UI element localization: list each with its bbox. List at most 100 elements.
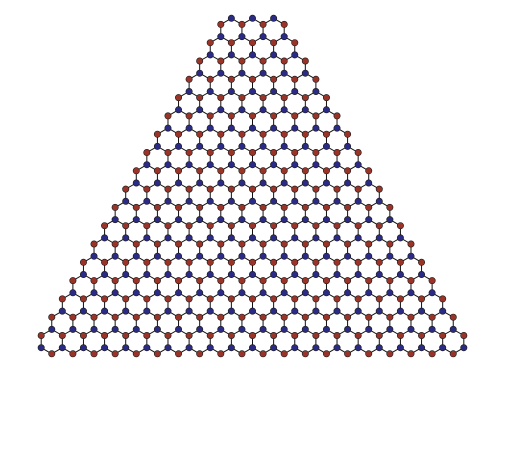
atom-sublattice-a xyxy=(249,149,257,157)
atom-sublattice-b xyxy=(185,234,193,242)
atom-sublattice-b xyxy=(238,252,246,260)
atom-sublattice-b xyxy=(280,69,288,77)
atom-sublattice-b xyxy=(291,161,299,169)
atom-sublattice-b xyxy=(270,161,278,169)
atom-sublattice-a xyxy=(259,277,267,285)
atom-sublattice-b xyxy=(175,179,183,187)
atom-sublattice-a xyxy=(217,57,225,65)
atom-sublattice-a xyxy=(280,94,288,102)
atom-sublattice-b xyxy=(312,197,320,205)
atom-sublattice-a xyxy=(185,331,193,339)
atom-sublattice-a xyxy=(291,295,299,303)
atom-sublattice-b xyxy=(249,344,257,352)
atom-sublattice-b xyxy=(301,142,309,150)
atom-sublattice-a xyxy=(153,350,161,358)
atom-sublattice-b xyxy=(238,289,246,297)
atom-sublattice-a xyxy=(333,331,341,339)
atom-sublattice-a xyxy=(122,185,130,193)
atom-sublattice-b xyxy=(227,124,235,132)
atom-sublattice-b xyxy=(333,124,341,132)
atom-sublattice-b xyxy=(175,216,183,224)
atom-sublattice-b xyxy=(217,106,225,114)
atom-sublattice-a xyxy=(164,295,172,303)
atom-sublattice-a xyxy=(291,185,299,193)
atom-sublattice-a xyxy=(90,350,98,358)
atom-sublattice-a xyxy=(90,240,98,248)
atom-sublattice-a xyxy=(428,277,436,285)
atom-sublattice-a xyxy=(439,331,447,339)
atom-sublattice-a xyxy=(175,167,183,175)
atom-sublattice-a xyxy=(217,350,225,358)
atom-sublattice-b xyxy=(312,307,320,315)
atom-sublattice-a xyxy=(259,130,267,138)
atom-sublattice-a xyxy=(354,222,362,230)
atom-sublattice-b xyxy=(259,69,267,77)
atom-sublattice-a xyxy=(238,57,246,65)
atom-sublattice-a xyxy=(175,94,183,102)
atom-sublattice-b xyxy=(249,124,257,132)
atom-sublattice-b xyxy=(227,270,235,278)
atom-sublattice-b xyxy=(227,88,235,96)
atom-sublattice-a xyxy=(164,258,172,266)
atom-sublattice-b xyxy=(249,197,257,205)
atom-sublattice-a xyxy=(460,331,468,339)
atom-sublattice-a xyxy=(249,185,257,193)
atom-sublattice-b xyxy=(354,234,362,242)
atom-sublattice-a xyxy=(122,222,130,230)
atom-sublattice-b xyxy=(132,289,140,297)
atom-sublattice-b xyxy=(164,270,172,278)
atom-sublattice-a xyxy=(365,350,373,358)
atom-sublattice-a xyxy=(365,277,373,285)
atom-sublattice-b xyxy=(175,325,183,333)
atom-sublattice-b xyxy=(270,270,278,278)
atom-sublattice-b xyxy=(460,344,468,352)
atom-sublattice-b xyxy=(375,197,383,205)
atom-sublattice-b xyxy=(111,325,119,333)
atom-sublattice-b xyxy=(206,51,214,59)
atom-sublattice-b xyxy=(270,88,278,96)
atom-sublattice-b xyxy=(270,197,278,205)
atom-sublattice-b xyxy=(111,252,119,260)
atom-sublattice-b xyxy=(270,234,278,242)
atom-sublattice-b xyxy=(101,270,109,278)
atom-sublattice-b xyxy=(122,234,130,242)
atom-sublattice-b xyxy=(365,252,373,260)
atom-sublattice-a xyxy=(407,350,415,358)
atom-sublattice-a xyxy=(69,313,77,321)
atom-sublattice-a xyxy=(206,258,214,266)
atom-sublattice-b xyxy=(175,106,183,114)
atom-sublattice-a xyxy=(312,258,320,266)
atom-sublattice-a xyxy=(164,185,172,193)
atom-sublattice-b xyxy=(280,33,288,41)
atom-sublattice-a xyxy=(153,130,161,138)
atom-sublattice-a xyxy=(259,203,267,211)
atom-sublattice-a xyxy=(227,295,235,303)
atom-sublattice-b xyxy=(375,234,383,242)
atom-sublattice-b xyxy=(249,234,257,242)
atom-sublattice-b xyxy=(227,161,235,169)
atom-sublattice-b xyxy=(354,197,362,205)
atom-sublattice-b xyxy=(90,325,98,333)
atom-sublattice-a xyxy=(439,295,447,303)
atom-sublattice-a xyxy=(143,331,151,339)
atom-sublattice-a xyxy=(153,277,161,285)
atom-sublattice-a xyxy=(132,350,140,358)
atom-sublattice-a xyxy=(227,331,235,339)
atom-sublattice-a xyxy=(428,313,436,321)
atom-sublattice-a xyxy=(206,331,214,339)
atom-sublattice-a xyxy=(386,277,394,285)
atom-sublattice-b xyxy=(375,270,383,278)
atom-sublattice-b xyxy=(143,234,151,242)
atom-sublattice-b xyxy=(291,270,299,278)
atom-sublattice-a xyxy=(407,240,415,248)
atom-sublattice-a xyxy=(354,258,362,266)
atom-sublattice-b xyxy=(79,307,87,315)
atom-sublattice-b xyxy=(396,307,404,315)
atom-sublattice-a xyxy=(217,20,225,28)
atom-sublattice-b xyxy=(418,344,426,352)
atom-sublattice-a xyxy=(344,203,352,211)
atom-sublattice-b xyxy=(344,179,352,187)
atom-sublattice-a xyxy=(175,203,183,211)
atom-sublattice-a xyxy=(312,149,320,157)
atom-sublattice-b xyxy=(249,14,257,22)
